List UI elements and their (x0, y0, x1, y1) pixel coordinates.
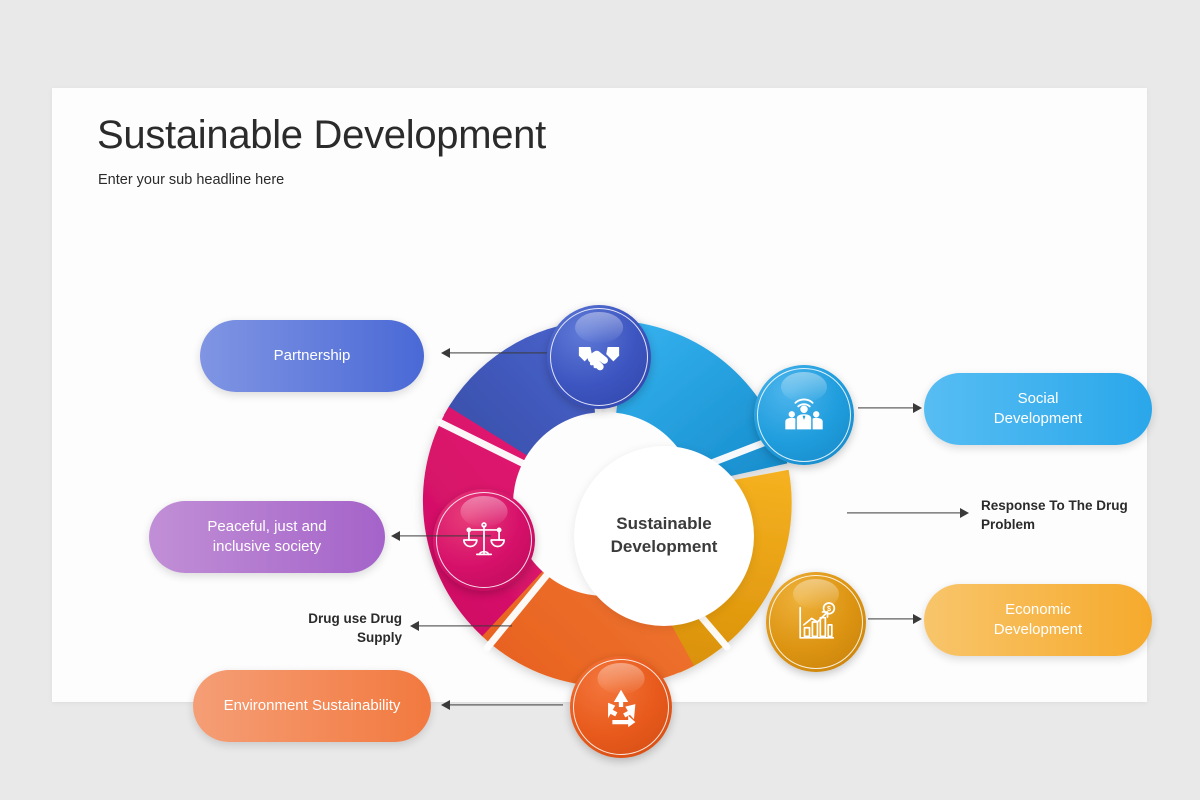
pill-justice-label: Peaceful, just and inclusive society (207, 517, 327, 555)
connector-economic (868, 612, 922, 626)
center-hub: Sustainable Development (574, 446, 754, 626)
connector-line (858, 407, 914, 409)
label-response-to-the-drug-problem: Response To The Drug Problem (981, 498, 1128, 533)
connector-line (847, 512, 961, 514)
arrow-head-icon (960, 508, 969, 518)
connector-drug-use (410, 619, 512, 633)
pill-social[interactable]: Social Development (924, 373, 1152, 445)
connector-line (418, 625, 512, 627)
arrow-head-icon (410, 621, 419, 631)
connector-partnership (441, 346, 547, 360)
hub-line-1: Sustainable (616, 514, 712, 534)
page-subtitle: Enter your sub headline here (98, 172, 285, 188)
pill-partnership[interactable]: Partnership (200, 320, 424, 392)
page-title: Sustainable Development (97, 113, 546, 157)
pill-environment[interactable]: Environment Sustainability (193, 670, 431, 742)
pill-justice[interactable]: Peaceful, just and inclusive society (149, 501, 385, 573)
connector-environment (441, 698, 563, 712)
arrow-head-icon (441, 348, 450, 358)
growth-chart-icon: $ (799, 602, 836, 639)
pill-social-label: Social Development (993, 389, 1083, 427)
arrow-head-icon (913, 403, 922, 413)
recycle-icon-bubble[interactable] (570, 656, 672, 758)
connector-response (847, 506, 969, 520)
recycle-icon (608, 689, 636, 728)
arrow-head-icon (441, 700, 450, 710)
pill-partnership-label: Partnership (273, 346, 351, 364)
svg-text:$: $ (827, 605, 831, 613)
handshake-icon (578, 346, 620, 371)
label-drug-use-drug-supply: Drug use Drug Supply (308, 611, 402, 646)
slide-card: Sustainable Development Enter your sub h… (52, 88, 1152, 758)
arrow-head-icon (391, 531, 400, 541)
connector-line (399, 535, 491, 537)
connector-justice (391, 529, 491, 543)
handshake-icon-bubble[interactable] (547, 305, 651, 409)
connector-line (449, 352, 547, 354)
pill-environment-label: Environment Sustainability (223, 696, 401, 714)
connector-line (449, 704, 563, 706)
growth-chart-icon-bubble[interactable]: $ (766, 572, 866, 672)
pill-economic-label: Economic Development (993, 600, 1083, 638)
pill-economic[interactable]: Economic Development (924, 584, 1152, 656)
connector-line (868, 618, 914, 620)
segment-environment[interactable] (468, 495, 705, 693)
arrow-head-icon (913, 614, 922, 624)
hub-line-2: Development (610, 537, 718, 556)
people-network-icon-bubble[interactable] (754, 365, 854, 465)
balance-scales-icon (463, 522, 505, 556)
connector-social (858, 401, 922, 415)
people-network-icon (785, 398, 823, 430)
